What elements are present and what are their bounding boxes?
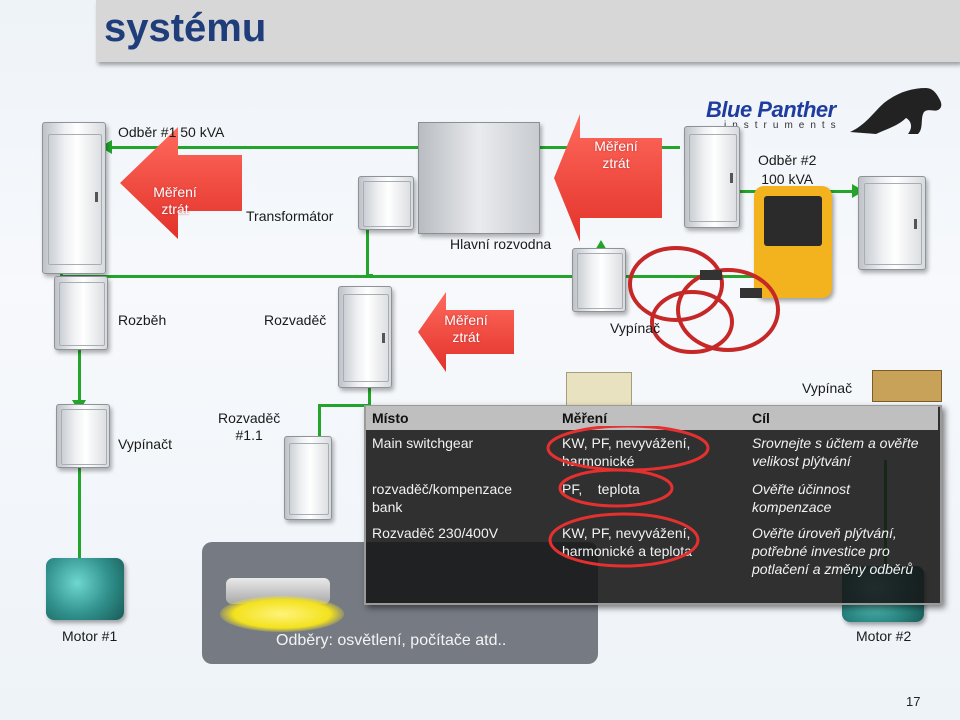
cabinet-odber1 <box>42 122 106 274</box>
cabinet-vypinac-mid <box>572 248 626 312</box>
table-header-cil: Cíl <box>752 410 770 426</box>
wire-segment <box>318 406 321 436</box>
power-analyzer-image <box>754 186 832 298</box>
label-odbery: Odběry: osvětlení, počítače atd.. <box>276 632 507 649</box>
cabinet-right <box>858 176 926 270</box>
label-rozbeh: Rozběh <box>118 312 167 328</box>
label-hlavni-rozvodna: Hlavní rozvodna <box>450 236 552 252</box>
arrow-left-label: Měření ztrát <box>153 184 197 217</box>
table-cell-mereni: KW, PF, nevyvážení, harmonické a teplota <box>562 525 692 559</box>
label-rozvadec-11: Rozvaděč #1.1 <box>218 410 281 443</box>
cabinet-rozbeh <box>54 276 108 350</box>
wire-segment <box>366 226 369 274</box>
wire-segment <box>60 268 63 280</box>
measurement-arrow-mid <box>418 292 514 372</box>
measurement-arrow-left <box>120 127 242 239</box>
brand-logo: Blue Panther instruments <box>706 97 856 137</box>
arrow-top-label: Měření ztrát <box>594 138 638 171</box>
table-header-mereni: Měření <box>562 410 608 426</box>
wire-segment <box>368 385 371 407</box>
arrowhead-icon <box>100 140 112 154</box>
label-rozvadec: Rozvaděč <box>264 312 327 328</box>
measurement-table <box>364 405 942 605</box>
wire-segment <box>78 460 81 560</box>
page-number: 17 <box>906 694 921 709</box>
table-cell-mereni: PF, teplota <box>562 481 640 497</box>
light-glow-icon <box>220 596 344 632</box>
title-bar <box>96 0 960 62</box>
brand-logo-main: Blue Panther <box>706 97 836 122</box>
table-cell-misto: rozvaděč/kompenzace bank <box>372 481 513 515</box>
highlight-circle <box>558 468 674 508</box>
label-transformator: Transformátor <box>246 208 334 224</box>
table-cell-cil: Ověřte účinnost kompenzace <box>752 481 851 515</box>
highlight-circles <box>546 426 710 568</box>
table-cell-misto: Rozvaděč 230/400V <box>372 525 499 541</box>
table-header-misto: Místo <box>372 410 409 426</box>
cabinet-rozvadec-11 <box>284 436 332 520</box>
arrow-mid-label: Měření ztrát <box>444 312 488 345</box>
cabinet-rozvadec <box>338 286 392 388</box>
panther-logo-icon <box>850 88 942 134</box>
main-switchgear-image <box>418 122 540 234</box>
breaker-right-image <box>872 370 942 402</box>
cabinet-odber2 <box>684 126 740 228</box>
slide-title: systému <box>104 6 267 50</box>
highlight-circle <box>548 512 700 568</box>
table-cell-cil: Ověřte úroveň plýtvání, potřebné investi… <box>752 525 914 577</box>
cabinet-kompenzace-image <box>566 372 632 408</box>
table-cell-cil: Srovnejte s účtem a ověřte velikost plýt… <box>752 435 919 469</box>
label-vypinact: Vypínačt <box>118 436 172 452</box>
highlight-circle <box>546 426 710 472</box>
brand-logo-sub: instruments <box>724 120 842 131</box>
label-odber2: Odběr #2 100 kVA <box>758 152 817 187</box>
wire-segment <box>108 146 433 149</box>
measurement-arrow-top <box>554 114 662 242</box>
label-motor1: Motor #1 <box>62 628 118 644</box>
current-clamps-icon <box>628 246 780 354</box>
wire-segment <box>78 344 81 404</box>
wire-segment <box>60 275 830 278</box>
cabinet-transformator <box>358 176 414 230</box>
motor1-image <box>46 558 124 620</box>
label-vypinac-mid: Vypínač <box>610 320 661 336</box>
label-odber1: Odběr #1 50 kVA <box>118 124 225 140</box>
label-vypinac-right: Vypínač <box>802 380 853 396</box>
wire-segment <box>318 404 368 407</box>
cabinet-vypinact <box>56 404 110 468</box>
label-motor2: Motor #2 <box>856 628 912 644</box>
table-cell-misto: Main switchgear <box>372 435 474 451</box>
